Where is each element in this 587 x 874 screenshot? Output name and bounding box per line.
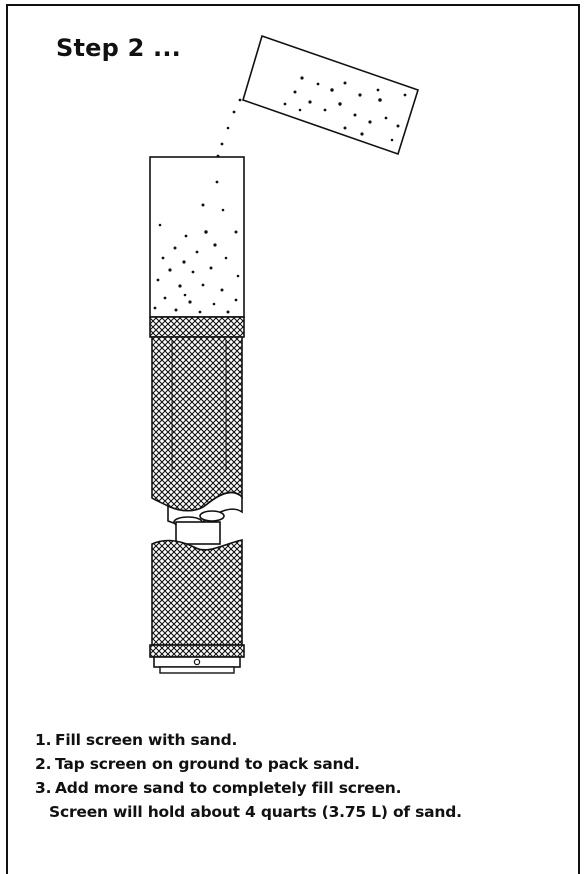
instruction-text: Tap screen on ground to pack sand. [55, 755, 360, 773]
instruction-item: 2.Tap screen on ground to pack sand. [35, 752, 462, 776]
instruction-text: Add more sand to completely fill screen. [55, 779, 402, 797]
instruction-number: 3. [35, 779, 52, 797]
instruction-text: Fill screen with sand. [55, 731, 238, 749]
sand-container-icon [242, 34, 419, 156]
falling-sand-icon [216, 98, 242, 158]
capacity-note: Screen will hold about 4 quarts (3.75 L)… [49, 803, 462, 821]
sand-in-container [283, 76, 407, 142]
instruction-item: 3.Add more sand to completely fill scree… [35, 776, 462, 800]
instruction-item: 1.Fill screen with sand. [35, 728, 462, 752]
diagram-frame [6, 4, 580, 874]
instruction-list: 1.Fill screen with sand. 2.Tap screen on… [35, 728, 462, 824]
instruction-number: 1. [35, 731, 52, 749]
sand-screen-tube-icon [149, 156, 245, 674]
tube-connector [167, 491, 243, 545]
instruction-number: 2. [35, 755, 52, 773]
step-title: Step 2 ... [56, 34, 181, 62]
